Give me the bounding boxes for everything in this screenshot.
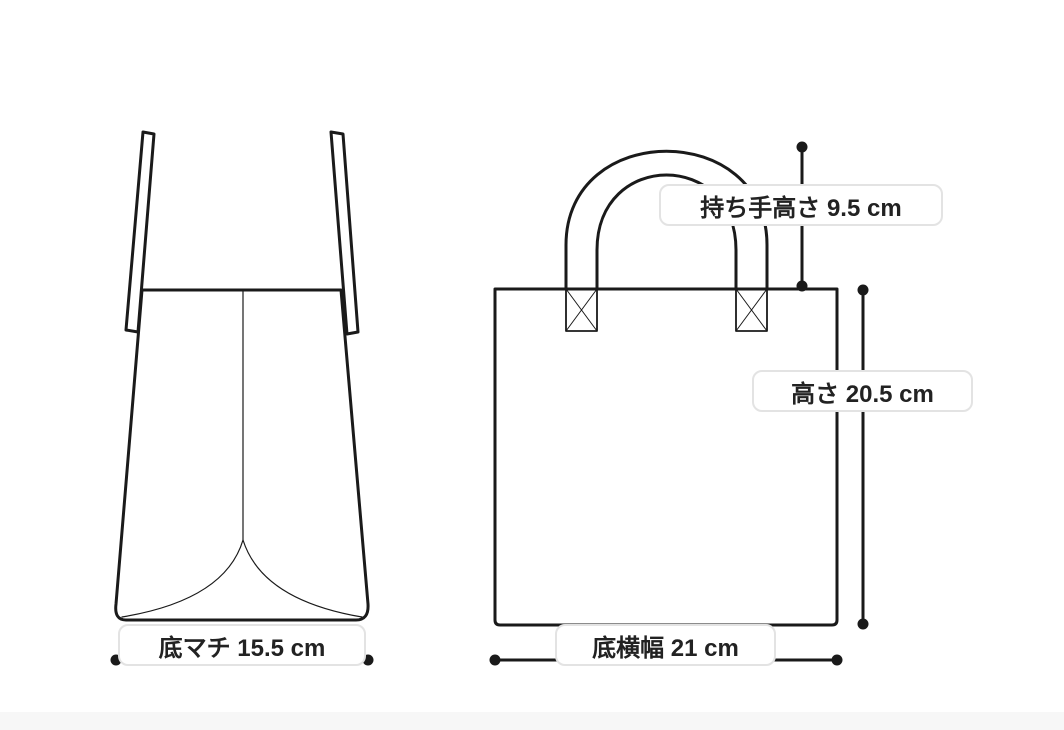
bottom-edge-strip [0, 712, 1064, 730]
front-view-left-stitch-box [565, 288, 598, 332]
side-view-body [114, 288, 370, 622]
bottom-width-label: 底横幅 21 cm [555, 624, 776, 666]
height-label: 高さ 20.5 cm [752, 370, 973, 412]
bag-side-view [114, 130, 370, 622]
front-view-right-stitch-box [735, 288, 768, 332]
front-view-body [493, 287, 839, 627]
bottom-width-end-dot [831, 654, 843, 666]
bag-front-view [493, 149, 839, 627]
height-dimension-line [857, 284, 869, 630]
height-top-dot [857, 284, 869, 296]
side-view-right-strap [329, 130, 360, 336]
handle-height-top-dot [796, 141, 808, 153]
handle-height-bottom-dot [796, 280, 808, 292]
height-bottom-dot [857, 618, 869, 630]
bottom-gusset-label: 底マチ 15.5 cm [118, 624, 366, 666]
handle-height-label: 持ち手高さ 9.5 cm [659, 184, 943, 226]
bottom-width-start-dot [489, 654, 501, 666]
side-view-gusset-curve [121, 539, 363, 618]
